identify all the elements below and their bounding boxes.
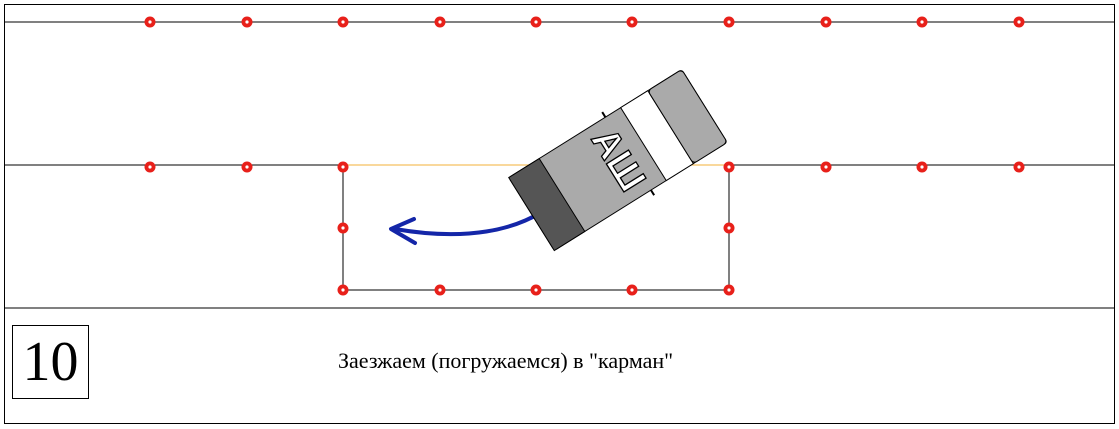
car-rear: [508, 157, 586, 252]
cone-marker-center: [920, 20, 924, 24]
cone-marker-center: [824, 20, 828, 24]
step-caption: Заезжаем (погружаемся) в "карман": [338, 348, 674, 373]
car-icon: АШ: [508, 70, 727, 252]
cone-marker-center: [534, 20, 538, 24]
cone-marker-center: [438, 20, 442, 24]
cone-marker-center: [341, 288, 345, 292]
cone-markers: [144, 16, 1025, 296]
step-number: 10: [12, 325, 89, 399]
cone-marker-center: [148, 165, 152, 169]
cone-marker-center: [341, 165, 345, 169]
cone-marker-center: [824, 165, 828, 169]
cone-marker-center: [438, 288, 442, 292]
cone-marker-center: [727, 226, 731, 230]
cone-marker-center: [341, 20, 345, 24]
cone-marker-center: [727, 288, 731, 292]
cone-marker-center: [1017, 20, 1021, 24]
diagram-frame: [4, 4, 1115, 424]
cone-marker-center: [630, 20, 634, 24]
cone-marker-center: [245, 165, 249, 169]
curved-arrow-icon: [389, 211, 542, 245]
cone-marker-center: [148, 20, 152, 24]
cone-marker-center: [727, 165, 731, 169]
cone-marker-center: [534, 288, 538, 292]
cone-marker-center: [245, 20, 249, 24]
cone-marker-center: [341, 226, 345, 230]
car-hood: [648, 70, 727, 163]
mirror-left: [601, 111, 607, 118]
cone-marker-center: [1017, 165, 1021, 169]
mirror-right: [650, 189, 655, 196]
cone-marker-center: [727, 20, 731, 24]
cone-marker-center: [920, 165, 924, 169]
cone-marker-center: [630, 288, 634, 292]
